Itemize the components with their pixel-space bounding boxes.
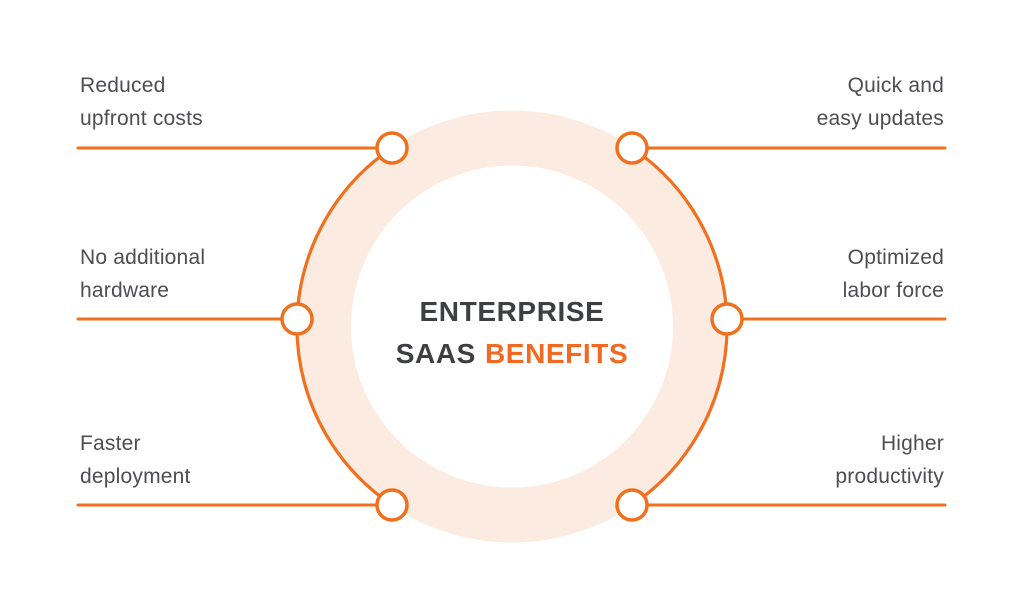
- benefit-line: upfront costs: [80, 107, 203, 130]
- benefit-line: No additional: [80, 246, 206, 269]
- center-title-line2-dark: SAAS: [395, 338, 476, 369]
- benefit-line: hardware: [80, 279, 170, 302]
- benefit-label-optimized-labor-force: Optimized labor force: [843, 241, 944, 307]
- benefit-label-quick-easy-updates: Quick and easy updates: [817, 69, 944, 135]
- node-circle-bottom-left: [375, 488, 409, 522]
- benefit-line: Optimized: [847, 246, 944, 269]
- benefit-line: Quick and: [847, 74, 944, 97]
- benefit-line: Higher: [880, 432, 944, 455]
- center-title-line1: ENTERPRISE: [419, 296, 605, 327]
- node-circle-mid-left: [280, 302, 314, 336]
- node-circle-mid-right: [710, 302, 744, 336]
- benefit-line: Faster: [80, 432, 141, 455]
- center-title-line2-accent: BENEFITS: [484, 338, 629, 369]
- node-circle-bottom-right: [615, 488, 649, 522]
- center-title-line2: SAAS BENEFITS: [0, 333, 1024, 375]
- node-circle-top-left: [375, 131, 409, 165]
- node-circle-top-right: [615, 131, 649, 165]
- benefit-line: easy updates: [816, 107, 944, 130]
- benefit-label-reduced-upfront-costs: Reduced upfront costs: [80, 69, 203, 135]
- benefit-label-no-additional-hardware: No additional hardware: [80, 241, 205, 307]
- benefit-label-faster-deployment: Faster deployment: [80, 427, 191, 493]
- benefit-line: Reduced: [80, 74, 166, 97]
- benefit-label-higher-productivity: Higher productivity: [835, 427, 944, 493]
- benefit-line: productivity: [835, 465, 944, 488]
- peach-ring: [296, 110, 728, 543]
- benefit-line: deployment: [80, 465, 191, 488]
- benefit-line: labor force: [842, 279, 944, 302]
- center-title: ENTERPRISE SAAS BENEFITS: [0, 291, 1024, 375]
